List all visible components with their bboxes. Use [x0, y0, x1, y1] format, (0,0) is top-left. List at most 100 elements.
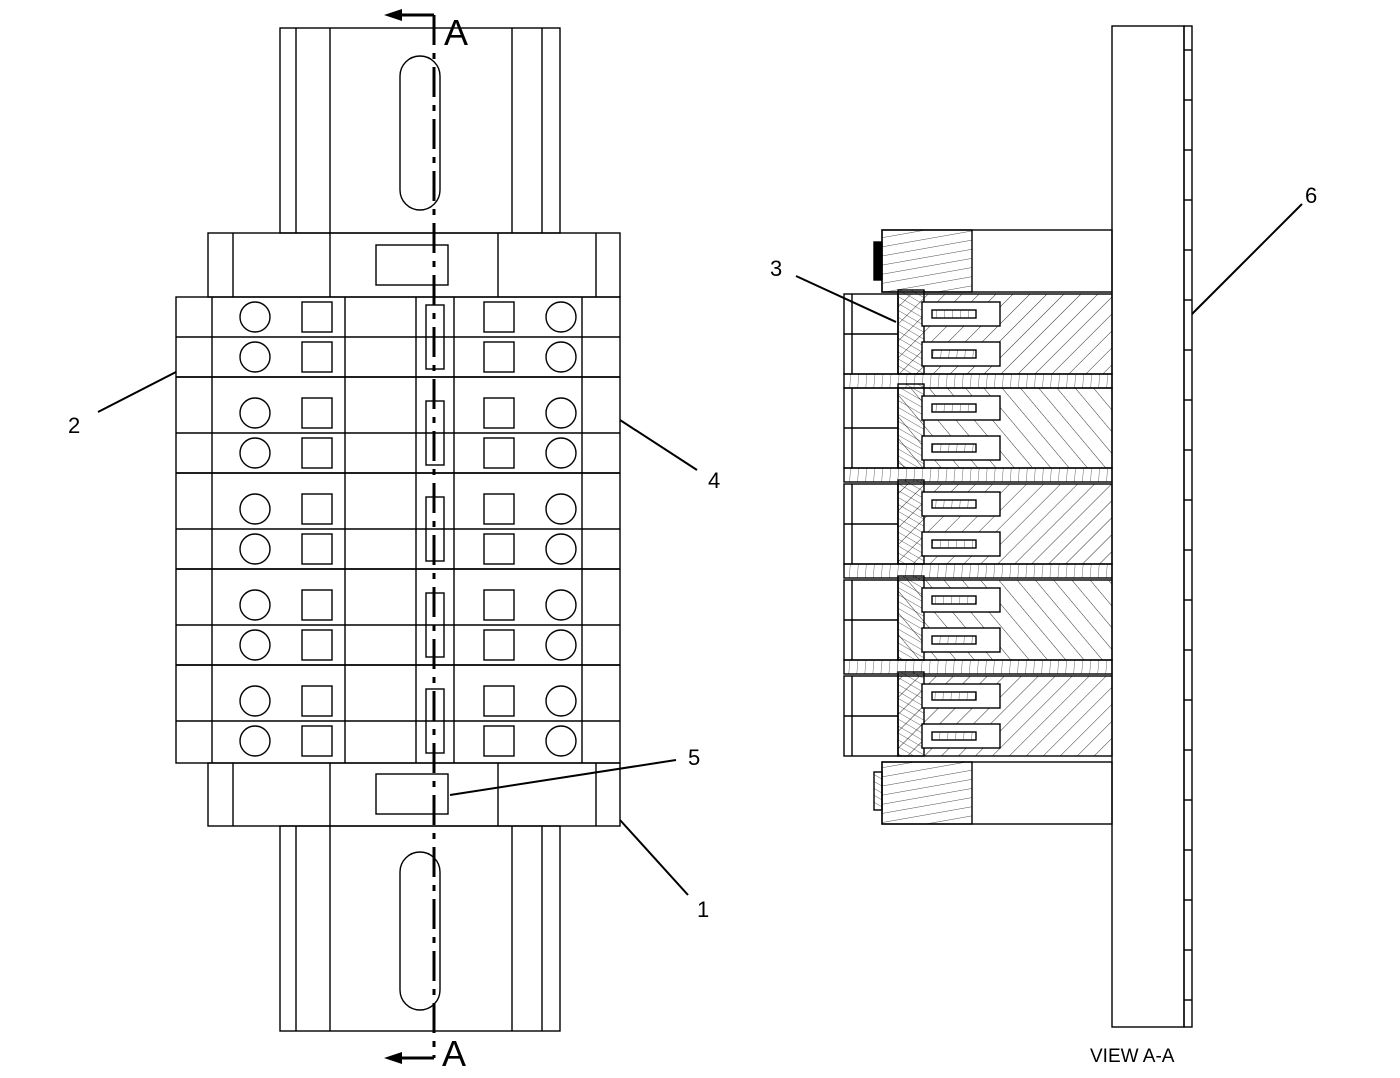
spring-clamp: [931, 731, 977, 741]
din-rail-top: [279, 27, 561, 234]
spring-clamp: [931, 403, 977, 413]
terminal-screw-left: [239, 533, 271, 565]
terminal-screw-right: [545, 301, 577, 333]
mounting-plate: [1111, 25, 1185, 1028]
terminal-screw-right: [545, 493, 577, 525]
wire-entry-right: [483, 533, 515, 565]
spring-clamp: [931, 499, 977, 509]
wire-entry-left: [301, 397, 333, 429]
section-arrow-top: [384, 9, 402, 21]
block-clamp-profile: [897, 383, 925, 469]
section-line: [384, 9, 436, 1064]
end-stop-clip-top: [873, 241, 883, 281]
end-stop-label-top: [375, 244, 449, 286]
block-separator-plate: [843, 373, 1113, 389]
wire-entry-right: [483, 301, 515, 333]
leader-6: [1191, 203, 1303, 315]
terminal-screw-left: [239, 685, 271, 717]
block-clamp-profile: [897, 289, 925, 375]
wire-entry-left: [301, 685, 333, 717]
callout-5: 5: [688, 745, 700, 770]
callout-3: 3: [770, 256, 782, 281]
block-clamp-profile: [897, 479, 925, 565]
terminal-screw-left: [239, 589, 271, 621]
spring-clamp: [931, 635, 977, 645]
block-clamp-profile: [897, 671, 925, 757]
section-terminal-block: [843, 383, 1113, 483]
callout-1: 1: [697, 897, 709, 922]
view-caption: VIEW A-A: [1090, 1046, 1175, 1067]
wire-entry-left: [301, 341, 333, 373]
rail-mounting-slot-top: [399, 55, 441, 211]
section-terminal-block: [843, 671, 1113, 757]
terminal-screw-left: [239, 437, 271, 469]
section-terminal-block: [843, 575, 1113, 675]
terminal-screw-left: [239, 341, 271, 373]
section-end-stop-top: [873, 229, 1113, 293]
terminal-screw-right: [545, 685, 577, 717]
leader-4: [619, 419, 698, 471]
section-label-top: A: [444, 12, 468, 53]
terminal-screw-right: [545, 533, 577, 565]
wire-entry-left: [301, 493, 333, 525]
wire-entry-right: [483, 397, 515, 429]
wire-entry-right: [483, 629, 515, 661]
spring-clamp: [931, 595, 977, 605]
wire-entry-right: [483, 493, 515, 525]
section-arrow-bottom: [384, 1052, 402, 1064]
terminal-screw-right: [545, 725, 577, 757]
wire-entry-right: [483, 685, 515, 717]
plate-edge: [1183, 25, 1193, 1028]
terminal-screw-right: [545, 589, 577, 621]
terminal-screw-left: [239, 397, 271, 429]
wire-entry-left: [301, 629, 333, 661]
wire-entry-right: [483, 437, 515, 469]
section-end-stop-bottom: [873, 761, 1113, 825]
wire-entry-right: [483, 725, 515, 757]
wire-entry-left: [301, 589, 333, 621]
callout-2: 2: [68, 413, 80, 438]
block-separator-plate: [843, 659, 1113, 675]
block-separator-plate: [843, 563, 1113, 579]
terminal-screw-left: [239, 301, 271, 333]
end-stop-clip-bottom: [873, 771, 883, 811]
callout-4: 4: [708, 468, 720, 493]
plate-ticks: [1184, 49, 1192, 1001]
terminal-block-stack: [175, 296, 621, 764]
terminal-screw-right: [545, 629, 577, 661]
din-rail-bottom: [279, 825, 561, 1032]
callout-6: 6: [1305, 183, 1317, 208]
wire-entry-right: [483, 341, 515, 373]
front-view: [175, 27, 621, 1032]
end-stop-bottom: [207, 762, 621, 827]
section-terminal-blocks: [843, 289, 1113, 757]
block-separator-plate: [843, 467, 1113, 483]
leader-lines-section: [795, 203, 1303, 323]
leader-5: [449, 759, 677, 796]
spring-clamp: [931, 349, 977, 359]
section-label-bottom: A: [442, 1033, 466, 1074]
rail-mounting-slot-bottom: [399, 851, 441, 1011]
end-stop-label-bottom: [375, 773, 449, 815]
leader-3: [795, 275, 897, 323]
wire-entry-right: [483, 589, 515, 621]
leader-1: [619, 819, 689, 896]
spring-clamp: [931, 539, 977, 549]
leader-lines-front: [97, 371, 698, 896]
wire-entry-left: [301, 533, 333, 565]
leader-2: [97, 371, 177, 413]
section-terminal-block: [843, 479, 1113, 579]
spring-clamp: [931, 309, 977, 319]
section-view: [843, 25, 1193, 1028]
spring-clamp: [931, 443, 977, 453]
terminal-stack-outline: [175, 296, 621, 764]
spring-clamp: [931, 691, 977, 701]
wire-entry-left: [301, 725, 333, 757]
end-stop-top: [207, 232, 621, 298]
terminal-screw-right: [545, 437, 577, 469]
terminal-screw-left: [239, 725, 271, 757]
terminal-screw-left: [239, 493, 271, 525]
section-terminal-block: [843, 289, 1113, 389]
